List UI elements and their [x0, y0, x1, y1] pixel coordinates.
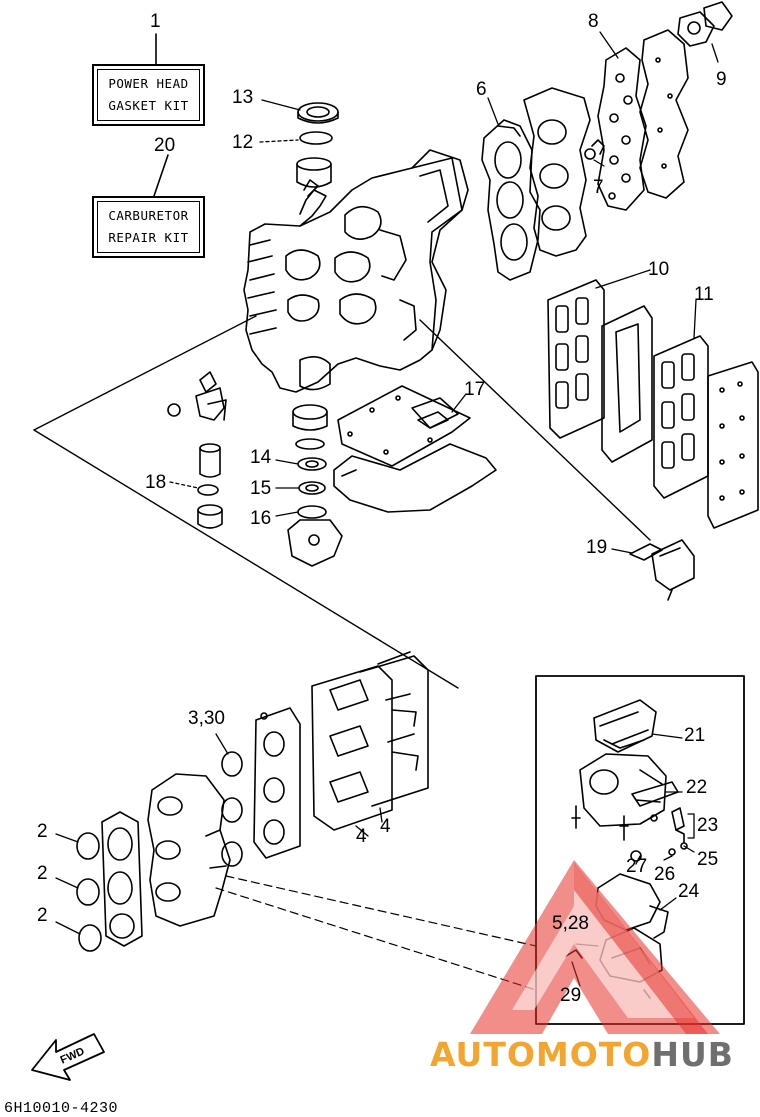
exhaust-cover-gasket-11: [653, 335, 709, 499]
valve-assembly: [167, 371, 227, 529]
intake-manifold: [147, 773, 231, 927]
oil-seal-13: [297, 102, 339, 124]
seal-14: [297, 457, 327, 471]
gasket-3-30: [221, 751, 243, 867]
callout-2-a: 2: [37, 821, 48, 842]
bearing-housing: [292, 404, 328, 450]
callout-21: 21: [684, 725, 706, 746]
callout-18: 18: [145, 472, 167, 493]
callout-25: 25: [697, 849, 719, 870]
callout-13: 13: [232, 87, 254, 108]
screws-23: [668, 807, 688, 856]
callout-4-b: 4: [380, 816, 391, 837]
callout-17: 17: [464, 379, 486, 400]
head-cover-gasket-8: [597, 47, 647, 211]
callout-7: 7: [593, 177, 604, 198]
callout-10: 10: [648, 259, 670, 280]
callout-11: 11: [694, 284, 714, 305]
crankcase-block: [243, 149, 469, 393]
carburetor-top: [593, 699, 657, 753]
callout-16: 16: [250, 508, 272, 529]
callout-8: 8: [588, 11, 599, 32]
callout-6: 6: [476, 79, 487, 100]
silencer-plate: [101, 811, 143, 947]
callout-2-c: 2: [37, 905, 48, 926]
power-head-gasket-kit-box: POWER HEAD GASKET KIT: [92, 64, 205, 126]
thermostat-gasket-9: [677, 1, 733, 47]
anode-7: [584, 139, 605, 160]
kit-leader-lines: [153, 33, 169, 197]
group-outline: [33, 315, 651, 689]
head-cover: [639, 29, 689, 199]
exhaust-cover-gasket-10: [547, 279, 605, 439]
watermark-text: AUTOMOTOHUB: [430, 1035, 734, 1074]
callout-12: 12: [232, 132, 254, 153]
jet-parts: [571, 805, 658, 862]
callout-9: 9: [716, 69, 727, 90]
intake-reed-assembly: [311, 651, 429, 831]
fuel-pump: [651, 539, 695, 601]
callout-14: 14: [250, 447, 272, 468]
gaskets-2: [76, 832, 102, 952]
power-head-kit-line1: POWER HEAD: [108, 76, 189, 91]
callout-4-a: 4: [356, 826, 367, 847]
callout-1: 1: [150, 11, 161, 32]
watermark-logo: [470, 860, 720, 1034]
callout-26: 26: [654, 864, 676, 885]
bearing-cylinder: [296, 157, 332, 188]
callout-24: 24: [678, 881, 700, 902]
callout-5-28: 5,28: [552, 913, 589, 934]
callout-3-30: 3,30: [188, 708, 225, 729]
power-head-kit-line2: GASKET KIT: [108, 98, 189, 113]
document-number: 6H10010-4230: [4, 1100, 119, 1117]
callout-15: 15: [250, 478, 272, 499]
callout-27: 27: [626, 856, 648, 877]
o-ring-16: [297, 505, 327, 519]
carburetor-kit-line2: REPAIR KIT: [108, 230, 189, 245]
base-gasket-17: [337, 385, 471, 467]
callout-19: 19: [586, 537, 608, 558]
callout-2-b: 2: [37, 863, 48, 884]
callout-23: 23: [697, 815, 719, 836]
callout-22: 22: [686, 777, 708, 798]
carburetor-kit-line1: CARBURETOR: [108, 208, 189, 223]
watermark-auto: AUTO: [430, 1035, 536, 1074]
watermark-moto: MOTO: [535, 1035, 652, 1074]
callout-29: 29: [560, 985, 582, 1006]
cylinder-head-gasket-6: [481, 119, 541, 281]
callout-20: 20: [154, 135, 176, 156]
watermark-hub: HUB: [651, 1035, 734, 1074]
reed-valve-plate: [253, 707, 301, 859]
lower-housing: [287, 519, 343, 567]
fwd-arrow-icon: [31, 1033, 105, 1081]
o-ring-12: [299, 131, 333, 145]
o-ring-18: [197, 484, 219, 496]
cylinder-head: [523, 87, 591, 257]
outer-exhaust-cover: [707, 361, 759, 529]
gasket-22: [631, 781, 679, 807]
seal-15: [298, 481, 326, 495]
carburetor-body: [579, 753, 667, 827]
exhaust-guide: [333, 443, 497, 513]
inner-exhaust-cover: [601, 305, 653, 463]
carburetor-repair-kit-box: CARBURETOR REPAIR KIT: [92, 196, 205, 258]
